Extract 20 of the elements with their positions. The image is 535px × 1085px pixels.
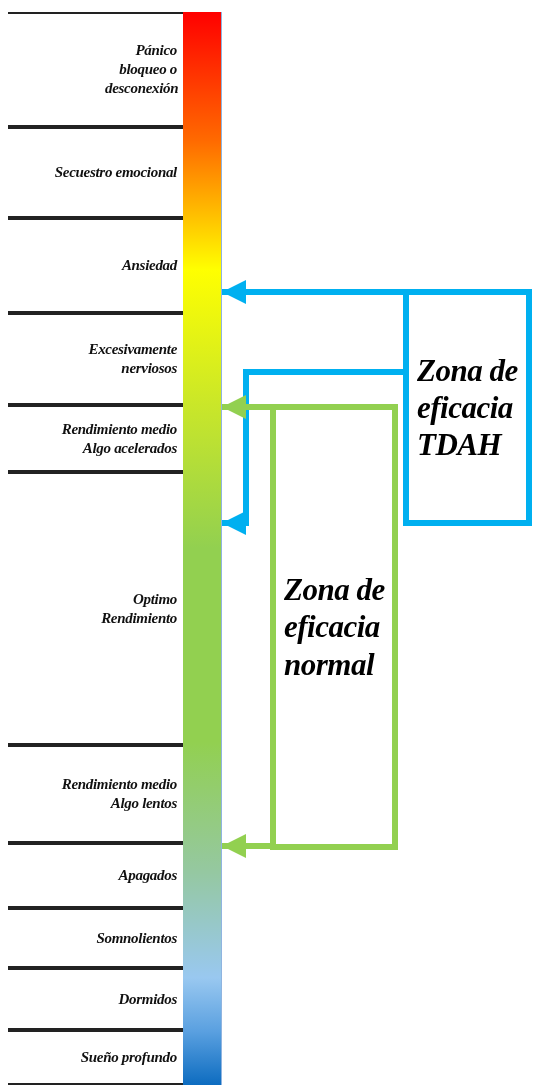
zone-box — [270, 404, 398, 850]
level-label: Somnolientos — [96, 928, 177, 948]
arrow — [222, 834, 270, 858]
level-label: Excesivamente nerviosos — [87, 340, 177, 378]
gradient-scale-bar — [183, 12, 222, 1085]
zone-box — [403, 289, 532, 526]
arrow — [222, 280, 403, 304]
level-label: Apagados — [118, 866, 177, 885]
level-label: Optimo Rendimiento — [100, 589, 177, 628]
level-label: Secuestro emocional — [54, 163, 177, 182]
level-label: Ansiedad — [121, 256, 177, 275]
level-label: Sueño profundo — [80, 1048, 177, 1067]
level-label: Rendimiento medio Algo acelerados — [60, 419, 177, 458]
level-label: Rendimiento medio Algo lentos — [60, 775, 177, 813]
arrow — [222, 395, 270, 419]
level-label: Dormidos — [118, 989, 177, 1009]
level-label: Pánico bloqueo o desconexión — [105, 41, 177, 98]
zone-label: Zona de eficacia TDAH — [417, 351, 519, 464]
zone-label: Zona de eficacia normal — [284, 571, 386, 683]
arrow — [222, 369, 403, 535]
